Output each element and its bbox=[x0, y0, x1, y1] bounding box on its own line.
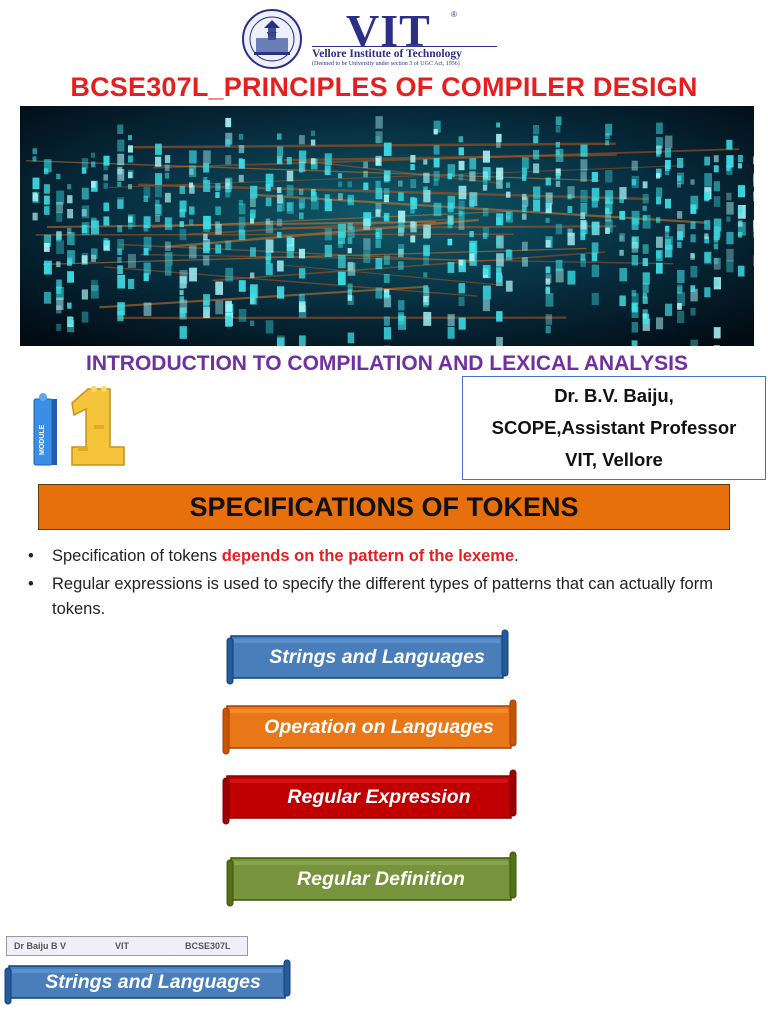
bullet-text-end: . bbox=[514, 547, 519, 565]
section-title: SPECIFICATIONS OF TOKENS bbox=[38, 484, 730, 530]
scroll-banner-shape bbox=[222, 769, 517, 825]
banner-graphic bbox=[20, 106, 754, 346]
bullet-item-pattern: • Specification of tokens depends on the… bbox=[26, 544, 748, 569]
bullet-item-regex: • Regular expressions is used to specify… bbox=[26, 572, 748, 622]
vit-logo: VIT VIT ® Vellore Institute of Technolog… bbox=[238, 5, 498, 70]
course-title: BCSE307L_PRINCIPLES OF COMPILER DESIGN bbox=[70, 72, 698, 102]
logo-tagline: (Deemed to be University under section 3… bbox=[312, 61, 460, 67]
footer-course-code: BCSE307L bbox=[185, 941, 231, 951]
scroll-button-label: Strings and Languages bbox=[269, 645, 485, 668]
scroll-banner-shape bbox=[226, 851, 517, 907]
module-one-lego-icon: MODULE 1 bbox=[30, 385, 132, 471]
module-title: INTRODUCTION TO COMPILATION AND LEXICAL … bbox=[85, 352, 689, 375]
bullet-dot: • bbox=[28, 575, 34, 593]
scroll-banner-shape bbox=[222, 699, 517, 755]
footer-author: Dr Baiju B V bbox=[14, 941, 67, 951]
bullet-text: Specification of tokens bbox=[52, 547, 222, 565]
seal-text: VIT bbox=[267, 32, 278, 38]
author-info-box: Dr. B.V. Baiju, SCOPE,Assistant Professo… bbox=[462, 376, 766, 480]
operation-on-languages-button[interactable]: Operation on Languages bbox=[222, 698, 520, 756]
scroll-button-label: Regular Definition bbox=[297, 867, 465, 890]
scroll-button-label: Strings and Languages bbox=[45, 970, 261, 993]
bullet-list: • Specification of tokens depends on the… bbox=[26, 544, 748, 625]
strings-and-languages-button[interactable]: Strings and Languages bbox=[226, 628, 512, 686]
module-label: MODULE bbox=[39, 424, 46, 455]
bullet-dot: • bbox=[28, 547, 34, 565]
regular-definition-button[interactable]: Regular Definition bbox=[226, 850, 520, 908]
regular-expression-button[interactable]: Regular Expression bbox=[222, 768, 520, 826]
author-role: SCOPE,Assistant Professor bbox=[491, 417, 737, 438]
logo-subtitle: Vellore Institute of Technology bbox=[312, 46, 497, 60]
next-slide-strings-and-languages-heading: Strings and Languages bbox=[4, 958, 294, 1006]
registered-mark: ® bbox=[451, 10, 457, 19]
bullet-highlight: depends on the pattern of the lexeme bbox=[221, 547, 515, 565]
footer-institute: VIT bbox=[115, 941, 130, 951]
slide-footer: Dr Baiju B V VIT BCSE307L bbox=[6, 936, 248, 956]
scroll-button-label: Regular Expression bbox=[287, 785, 471, 808]
logo-wordmark: VIT bbox=[346, 5, 431, 56]
university-seal-icon: VIT bbox=[242, 9, 302, 69]
bullet-text: Regular expressions is used to specify t… bbox=[52, 575, 713, 618]
binary-code-banner-image bbox=[20, 106, 754, 346]
author-place: VIT, Vellore bbox=[565, 449, 663, 470]
scroll-button-label: Operation on Languages bbox=[264, 715, 494, 738]
scroll-banner-shape bbox=[4, 959, 291, 1005]
scroll-banner-shape bbox=[226, 629, 509, 685]
author-name: Dr. B.V. Baiju, bbox=[554, 385, 674, 406]
